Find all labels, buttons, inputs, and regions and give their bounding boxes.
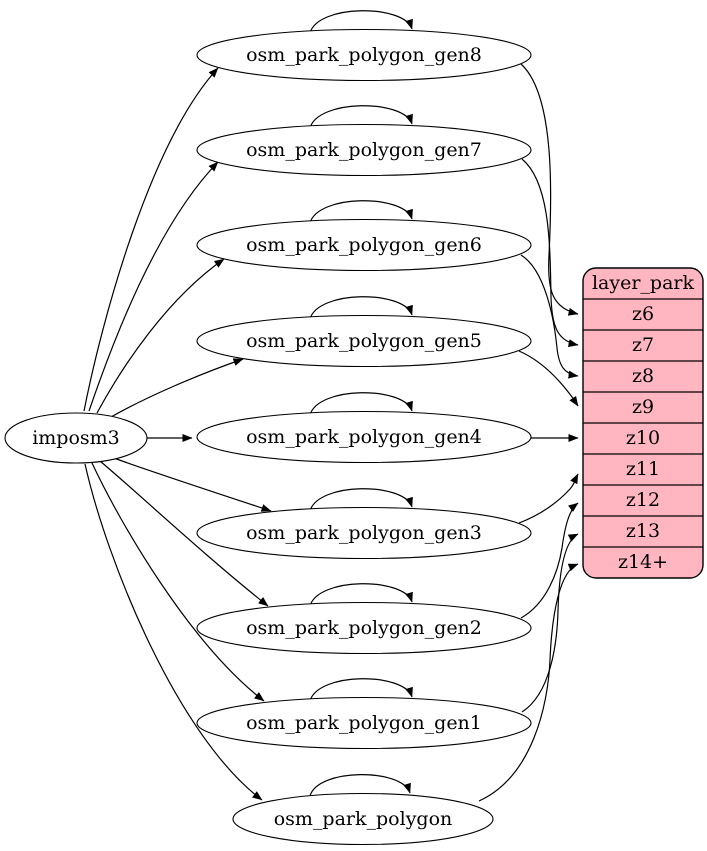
edge-imposm3-to-osm-park-polygon-gen8 [83, 67, 219, 412]
edge-osm-park-polygon-gen8-to-z6 [520, 63, 579, 316]
layer-park-row-z14plus: z14+ [618, 551, 668, 573]
node-osm-park-polygon-gen1: osm_park_polygon_gen1 [196, 696, 532, 750]
self-loop-osm-park-polygon-gen4 [309, 392, 413, 416]
edges-to-layer [478, 63, 579, 802]
node-osm-park-polygon: osm_park_polygon [232, 792, 494, 846]
self-loop-osm-park-polygon [309, 774, 411, 797]
self-loop-osm-park-polygon-gen5 [309, 296, 413, 320]
osm-park-polygon-gen4-ellipse [196, 410, 532, 464]
osm-park-polygon-label: osm_park_polygon [274, 808, 453, 830]
layer-park-row-z7: z7 [632, 334, 654, 356]
node-osm-park-polygon-gen8: osm_park_polygon_gen8 [196, 28, 532, 82]
edge-imposm3-to-osm-park-polygon [84, 463, 263, 801]
layer-park-row-z12: z12 [626, 489, 660, 511]
node-osm-park-polygon-gen7: osm_park_polygon_gen7 [196, 123, 532, 177]
edge-imposm3-to-osm-park-polygon-gen1 [91, 462, 265, 702]
self-loop-osm-park-polygon-gen7 [309, 105, 413, 129]
edge-imposm3-to-osm-park-polygon-gen2 [99, 460, 269, 607]
osm-park-polygon-gen4-label: osm_park_polygon_gen4 [246, 426, 482, 448]
layer-park-row-z13: z13 [626, 520, 660, 542]
edge-osm-park-polygon-gen3-to-z11 [518, 473, 579, 524]
osm-park-polygon-gen3-ellipse [196, 506, 532, 560]
node-layer-park: layer_park z6 z7 z8 z9 z10 z11 z12 z13 z… [582, 267, 704, 579]
osm-park-polygon-gen1-ellipse [196, 696, 532, 750]
layer-park-row-z9: z9 [632, 396, 654, 418]
layer-park-row-z10: z10 [626, 427, 660, 449]
edge-osm-park-polygon-gen6-to-z8 [520, 254, 579, 379]
osm-park-polygon-gen5-ellipse [196, 314, 532, 368]
osm-park-polygon-ellipse [232, 792, 494, 846]
osm-park-polygon-gen6-ellipse [196, 218, 532, 272]
layer-park-title: layer_park [592, 272, 695, 294]
self-loop-osm-park-polygon-gen2 [309, 583, 413, 607]
node-osm-park-polygon-gen4: osm_park_polygon_gen4 [196, 410, 532, 464]
self-loop-osm-park-polygon-gen8 [309, 10, 413, 34]
osm-park-polygon-gen8-ellipse [196, 28, 532, 82]
self-loop-osm-park-polygon-gen3 [309, 488, 413, 512]
edge-imposm3-to-osm-park-polygon-gen6 [96, 258, 225, 414]
osm-park-polygon-gen2-ellipse [196, 601, 532, 655]
osm-park-polygon-gen3-label: osm_park_polygon_gen3 [246, 522, 482, 544]
osm-park-polygon-gen7-label: osm_park_polygon_gen7 [246, 139, 482, 161]
self-loop-osm-park-polygon-gen1 [309, 678, 413, 702]
osm-park-polygon-gen2-label: osm_park_polygon_gen2 [246, 617, 482, 639]
osm-park-polygon-gen7-ellipse [196, 123, 532, 177]
osm-park-polygon-gen1-label: osm_park_polygon_gen1 [246, 712, 482, 734]
edge-osm-park-polygon-gen7-to-z7 [521, 158, 579, 348]
self-loop-edges [309, 10, 413, 797]
node-osm-park-polygon-gen2: osm_park_polygon_gen2 [196, 601, 532, 655]
node-osm-park-polygon-gen3: osm_park_polygon_gen3 [196, 506, 532, 560]
osm-park-polygon-gen6-label: osm_park_polygon_gen6 [246, 234, 482, 256]
imposm3-ellipse [4, 412, 148, 464]
node-osm-park-polygon-gen5: osm_park_polygon_gen5 [196, 314, 532, 368]
edge-osm-park-polygon-gen1-to-z13 [521, 533, 579, 713]
node-osm-park-polygon-gen6: osm_park_polygon_gen6 [196, 218, 532, 272]
osm-park-polygon-gen5-label: osm_park_polygon_gen5 [246, 330, 482, 352]
edges-from-source [83, 67, 272, 801]
edge-osm-park-polygon-gen2-to-z12 [520, 502, 579, 619]
edge-imposm3-to-osm-park-polygon-gen5 [110, 358, 244, 418]
osm-park-polygon-gen8-label: osm_park_polygon_gen8 [246, 44, 482, 66]
layer-park-row-z11: z11 [626, 458, 660, 480]
edge-imposm3-to-osm-park-polygon-gen3 [110, 456, 272, 512]
edge-osm-park-polygon-gen5-to-z9 [518, 350, 579, 407]
layer-park-row-z8: z8 [632, 365, 654, 387]
imposm3-label: imposm3 [32, 427, 120, 449]
node-imposm3: imposm3 [4, 412, 148, 464]
self-loop-osm-park-polygon-gen6 [309, 200, 413, 224]
edge-osm-park-polygon-to-z14plus [478, 563, 579, 802]
layer-park-row-z6: z6 [632, 303, 654, 325]
edge-imposm3-to-osm-park-polygon-gen7 [88, 161, 219, 412]
